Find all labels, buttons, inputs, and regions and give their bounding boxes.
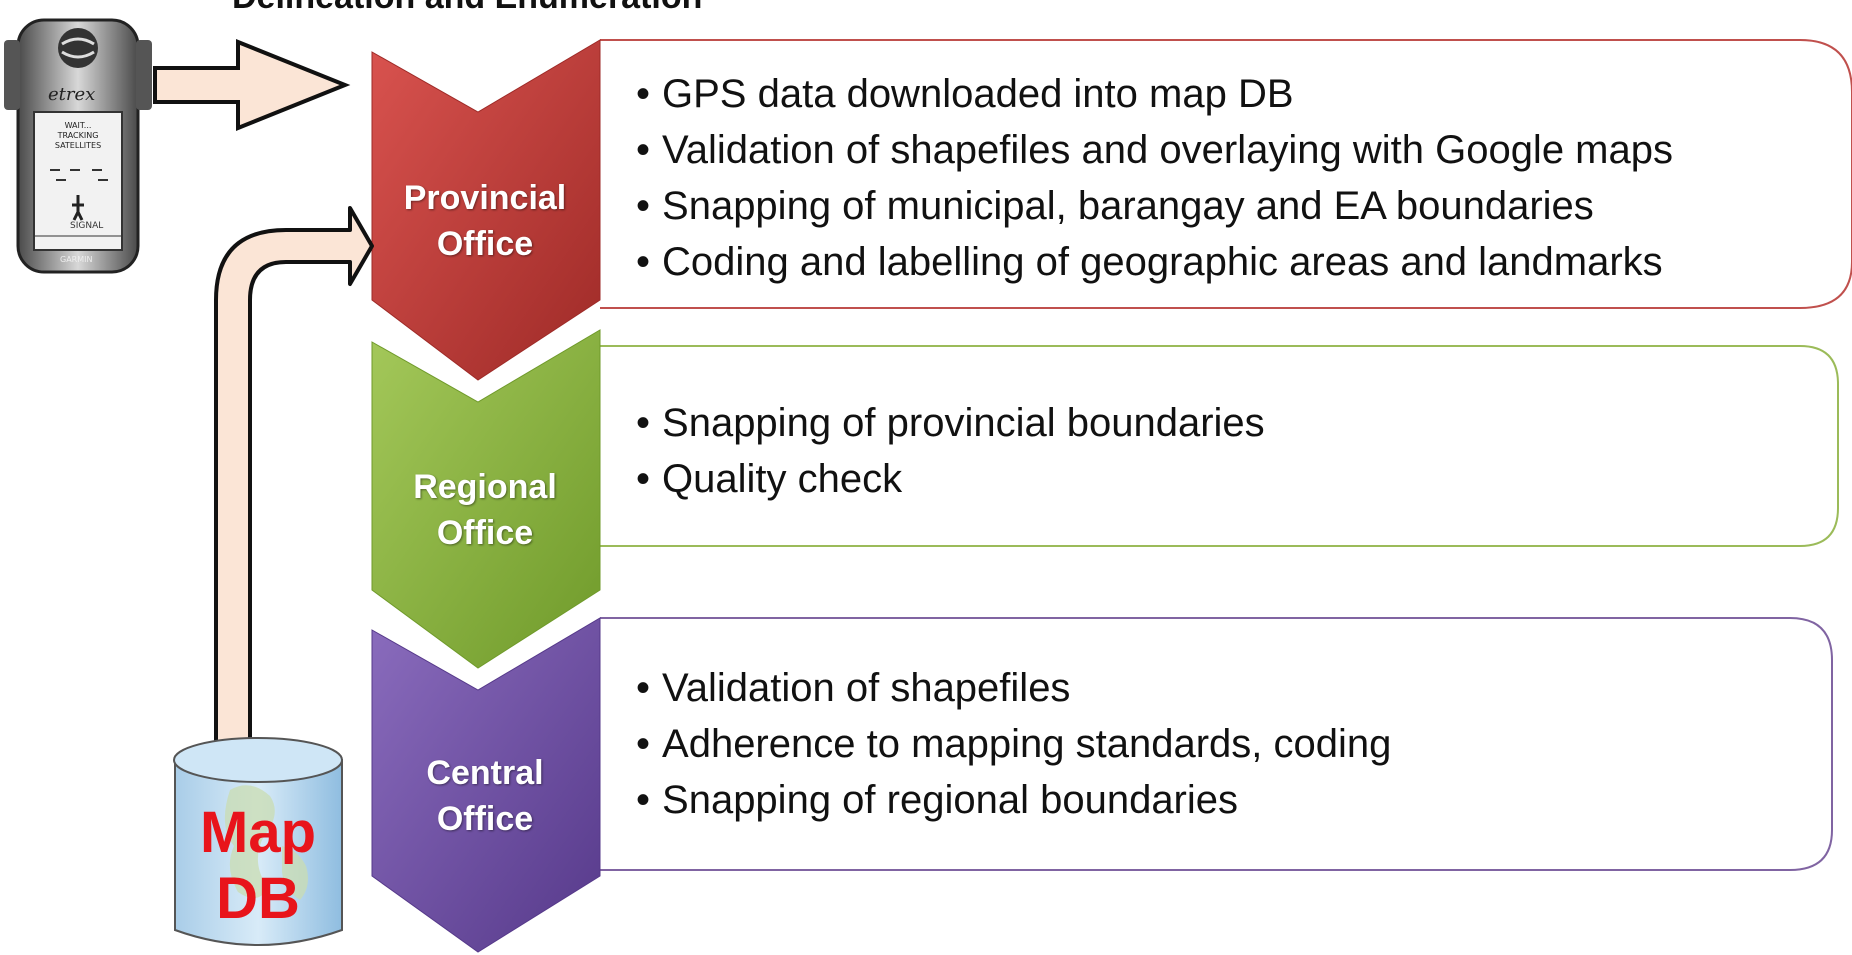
regional-task-list: Snapping of provincial boundaries Qualit… xyxy=(636,395,1265,507)
list-item: Snapping of municipal, barangay and EA b… xyxy=(636,178,1673,234)
regional-label-line2: Office xyxy=(436,514,534,552)
regional-chevron xyxy=(371,329,601,669)
gps-brand-label: etrex xyxy=(48,84,95,105)
list-item: Validation of shapefiles and overlaying … xyxy=(636,122,1673,178)
diagram-title: Delineation and Enumeration xyxy=(232,0,702,17)
central-chevron xyxy=(371,617,601,953)
central-label-line1: Central xyxy=(426,754,544,792)
gps-maker-label: GARMIN xyxy=(60,255,92,264)
map-db-line1: Map xyxy=(200,800,316,865)
gps-device-icon: SIGNAL etrex WAIT... TRACKING SATELLITES… xyxy=(4,18,152,274)
central-task-list: Validation of shapefiles Adherence to ma… xyxy=(636,660,1391,828)
gps-signal-label: SIGNAL xyxy=(70,221,103,231)
provincial-office-label: Provincial Office xyxy=(380,175,590,267)
map-db-line2: DB xyxy=(216,866,300,931)
gps-screen-line-3: SATELLITES xyxy=(55,141,101,150)
map-database-icon xyxy=(173,737,343,946)
list-item: Quality check xyxy=(636,451,1265,507)
regional-office-label: Regional Office xyxy=(380,464,590,556)
list-item: Snapping of regional boundaries xyxy=(636,772,1391,828)
central-office-label: Central Office xyxy=(380,750,590,842)
mapdb-to-provincial-arrow xyxy=(214,206,374,744)
gps-to-provincial-arrow xyxy=(153,39,351,131)
provincial-label-line2: Office xyxy=(436,225,534,263)
list-item: Snapping of provincial boundaries xyxy=(636,395,1265,451)
list-item: Validation of shapefiles xyxy=(636,660,1391,716)
central-label-line2: Office xyxy=(436,800,534,838)
regional-label-line1: Regional xyxy=(413,468,557,506)
provincial-task-list: GPS data downloaded into map DB Validati… xyxy=(636,66,1673,290)
list-item: Adherence to mapping standards, coding xyxy=(636,716,1391,772)
gps-screen-line-1: WAIT... xyxy=(65,121,92,130)
provincial-chevron xyxy=(371,39,601,381)
gps-screen-line-2: TRACKING xyxy=(57,131,99,140)
list-item: Coding and labelling of geographic areas… xyxy=(636,234,1673,290)
list-item: GPS data downloaded into map DB xyxy=(636,66,1673,122)
provincial-label-line1: Provincial xyxy=(403,179,567,217)
map-db-label: Map DB xyxy=(178,800,338,932)
